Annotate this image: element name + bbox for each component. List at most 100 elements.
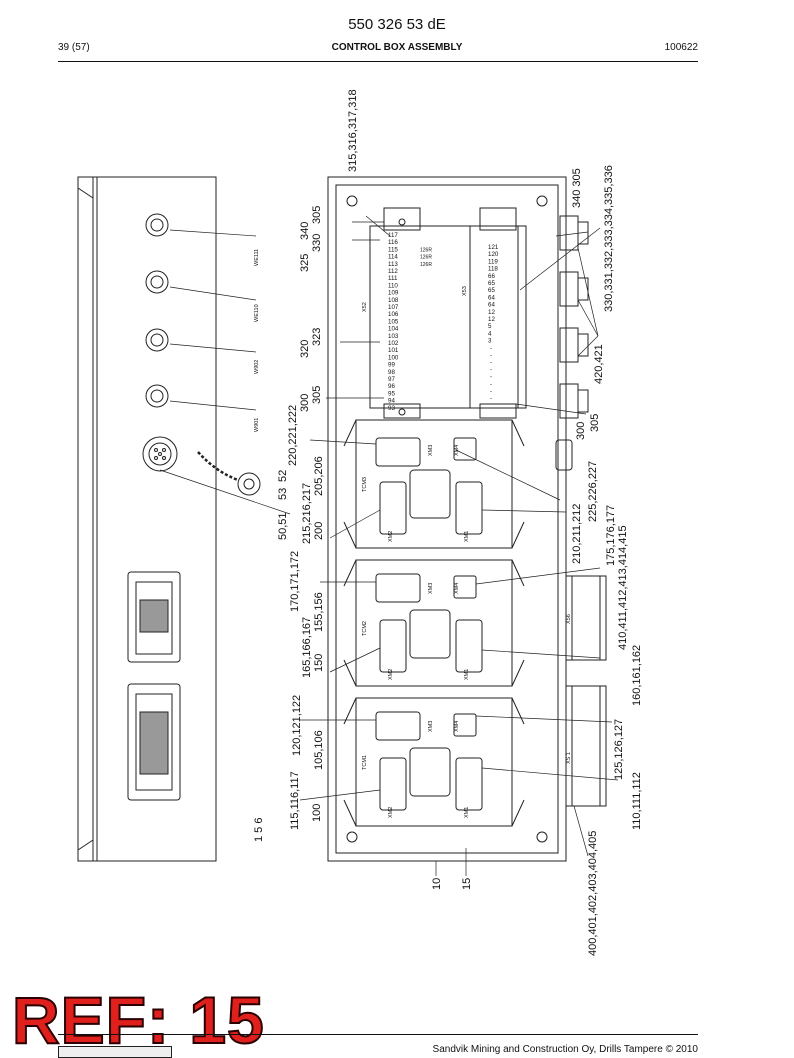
- tcm1-label: TCM1: [362, 755, 368, 770]
- callout: 120,121,122: [291, 695, 303, 756]
- svg-text:66: 66: [488, 273, 495, 280]
- svg-text:117: 117: [388, 232, 398, 239]
- xm1-label: XM1: [464, 531, 470, 542]
- multi-pin-connector-icon: [127, 683, 181, 801]
- callout: 340: [299, 222, 311, 240]
- callout: 1 5 6: [253, 818, 265, 842]
- xm3-label: XM3: [428, 721, 434, 732]
- tcm2-label: TCM2: [362, 621, 368, 636]
- copyright: Sandvik Mining and Construction Oy, Dril…: [432, 1044, 698, 1055]
- svg-text:-: -: [490, 374, 492, 381]
- callout: 420,421: [593, 344, 605, 384]
- page-count: 39 (57): [58, 42, 90, 53]
- din-rail-upper: [565, 575, 607, 661]
- callout: 125,126,127: [613, 719, 625, 780]
- callout: 340 305: [571, 168, 583, 208]
- leader-lines: [159, 215, 619, 876]
- svg-text:118: 118: [488, 266, 498, 273]
- callout: 155,156: [313, 592, 325, 632]
- callout: 165,166,167: [301, 617, 313, 678]
- svg-text:107: 107: [388, 304, 399, 311]
- svg-text:113: 113: [388, 261, 398, 268]
- svg-text:112: 112: [388, 268, 398, 275]
- side-panel: [77, 176, 217, 862]
- multi-pin-connector-icon: [127, 571, 181, 663]
- svg-text:-: -: [490, 359, 492, 366]
- callout: 105,106: [313, 730, 325, 770]
- tcm1-module: [343, 697, 525, 827]
- footer-rule: [58, 1034, 698, 1035]
- xm2-label: XM2: [388, 531, 394, 542]
- cable-gland-icon: [145, 213, 169, 237]
- callout: 110,111,112: [631, 772, 643, 830]
- x53-label: X53: [462, 286, 468, 296]
- header-rule: [58, 61, 698, 62]
- svg-text:108: 108: [388, 297, 399, 304]
- svg-text:93: 93: [388, 405, 395, 412]
- callout: 315,316,317,318: [347, 89, 359, 172]
- svg-text:5: 5: [488, 323, 492, 330]
- callout: 225,226,227: [587, 461, 599, 522]
- svg-text:114: 114: [388, 254, 398, 261]
- svg-text:-: -: [490, 352, 492, 359]
- tcm3-module: [343, 419, 525, 549]
- xm2-label: XM2: [388, 669, 394, 680]
- svg-text:101: 101: [388, 347, 399, 354]
- svg-text:64: 64: [488, 294, 495, 301]
- xm3-label: XM3: [428, 445, 434, 456]
- svg-text:4: 4: [488, 330, 492, 337]
- callout: 115,116,117: [289, 771, 301, 830]
- svg-text:99: 99: [388, 362, 395, 369]
- svg-text:64: 64: [488, 302, 495, 309]
- rail-label-x56: X56: [566, 614, 572, 624]
- svg-text:-: -: [490, 345, 492, 352]
- callout: 210,211,212: [571, 504, 583, 564]
- callout: 10: [431, 878, 443, 890]
- svg-text:12: 12: [488, 316, 495, 323]
- svg-text:120: 120: [488, 251, 499, 258]
- svg-text:106: 106: [388, 311, 399, 318]
- callout: 215,216,217: [301, 483, 313, 544]
- svg-text:102: 102: [388, 340, 399, 347]
- svg-text:100: 100: [388, 354, 399, 361]
- terminal-strip: [369, 207, 527, 419]
- callout: 305: [311, 386, 323, 404]
- callout: 150: [313, 654, 325, 672]
- callout: 325: [299, 254, 311, 272]
- tcm3-label: TCM3: [362, 477, 368, 492]
- cable-label-w902: W902: [254, 360, 260, 374]
- tcm2-module: [343, 559, 525, 687]
- svg-text:116: 116: [388, 239, 398, 246]
- svg-text:111: 111: [388, 275, 398, 282]
- xm1-label: XM1: [464, 807, 470, 818]
- svg-text:119: 119: [488, 258, 498, 265]
- svg-text:103: 103: [388, 333, 399, 340]
- xm3-label: XM3: [428, 583, 434, 594]
- svg-text:126R: 126R: [420, 262, 432, 268]
- xm1-label: XM1: [464, 669, 470, 680]
- xm4-label: XM4: [454, 583, 460, 594]
- svg-text:105: 105: [388, 318, 399, 325]
- svg-text:65: 65: [488, 287, 495, 294]
- document-number: 550 326 53 dE: [348, 16, 446, 33]
- round-connector-icon: [142, 436, 178, 472]
- callout: 160,161,162: [631, 645, 643, 706]
- svg-text:94: 94: [388, 398, 395, 405]
- protective-cap-icon: [197, 451, 261, 496]
- svg-text:126R: 126R: [420, 255, 432, 261]
- svg-text:96: 96: [388, 383, 395, 390]
- callout: 100: [311, 804, 323, 822]
- cable-gland-icon: [145, 384, 169, 408]
- callout: 50,51: [277, 512, 289, 540]
- svg-text:98: 98: [388, 369, 395, 376]
- callout: 330,331,332,333,334,335,336: [603, 165, 615, 312]
- cable-label-w901: W901: [254, 418, 260, 432]
- svg-text:3: 3: [488, 338, 492, 345]
- xm4-label: XM4: [454, 721, 460, 732]
- left-terminal-numbers: 117 116 115 114 113 112 111 110 109 108 …: [388, 232, 399, 412]
- cable-label-we110: WE110: [254, 304, 260, 322]
- callout: 300: [299, 394, 311, 412]
- callout: 53: [277, 488, 289, 500]
- callout: 170,171,172: [289, 551, 301, 612]
